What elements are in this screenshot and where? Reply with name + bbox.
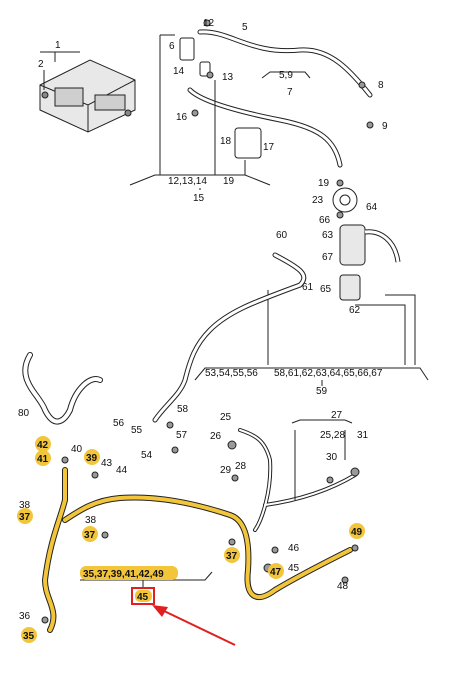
callout-29: 29	[220, 465, 232, 476]
callout-23: 23	[312, 195, 324, 206]
callout-48: 48	[337, 581, 349, 592]
callout-30: 30	[326, 452, 338, 463]
callout-57: 57	[176, 430, 188, 441]
bracket-15	[129, 34, 271, 190]
callout-38a: 38	[19, 500, 31, 511]
callout-45b: 45	[288, 563, 300, 574]
callout-67: 67	[322, 252, 334, 263]
group-45: 45	[137, 592, 149, 603]
evaporator-unit	[39, 59, 136, 133]
callout-9: 9	[382, 121, 388, 132]
callout-26: 26	[210, 431, 222, 442]
callout-27: 27	[331, 410, 343, 421]
callout-58: 58	[177, 404, 189, 415]
callout-5: 5	[242, 22, 248, 33]
callout-17: 17	[263, 142, 275, 153]
callouts: 1 2 12 5 6 14 13 5,9 7 8 16 9 18 17 19 2…	[18, 18, 388, 622]
callout-40: 40	[71, 444, 83, 455]
callout-25-28: 25,28	[320, 430, 345, 441]
callout-25: 25	[220, 412, 232, 423]
callout-5-9: 5,9	[279, 70, 293, 81]
callout-31: 31	[357, 430, 369, 441]
hl-41: 41	[37, 454, 49, 465]
callout-44: 44	[116, 465, 128, 476]
callout-63: 63	[322, 230, 334, 241]
group-labels: 12,13,14 19 15 53,54,55,56 58,61,62,63,6…	[168, 176, 383, 397]
hl-39: 39	[86, 453, 98, 464]
hl-49: 49	[351, 527, 363, 538]
group-35-49: 35,37,39,41,42,49	[83, 569, 164, 580]
callout-80: 80	[18, 408, 30, 419]
callout-6: 6	[169, 41, 175, 52]
group-15: 15	[193, 193, 205, 204]
group-58-67: 58,61,62,63,64,65,66,67	[274, 368, 383, 379]
group-19: 19	[223, 176, 235, 187]
callout-60: 60	[276, 230, 288, 241]
group-53-56: 53,54,55,56	[205, 368, 258, 379]
callout-64: 64	[366, 202, 378, 213]
highlight-box-45	[131, 587, 155, 605]
callout-14: 14	[173, 66, 185, 77]
callout-7: 7	[287, 87, 293, 98]
callout-1: 1	[55, 40, 61, 51]
highlighted-group: 35,37,39,41,42,49 45	[80, 566, 178, 603]
red-arrow-icon	[152, 605, 236, 646]
callout-38b: 38	[85, 515, 97, 526]
callout-18: 18	[220, 136, 232, 147]
highlighted-line	[41, 467, 353, 633]
callout-28: 28	[235, 461, 247, 472]
callout-36: 36	[19, 611, 31, 622]
callout-43: 43	[101, 458, 113, 469]
callout-46: 46	[288, 543, 300, 554]
highlighted-callouts: 42 41 39 37 37 37 49 35 47	[17, 436, 365, 643]
hl-37c: 37	[226, 551, 238, 562]
callout-16: 16	[176, 112, 188, 123]
hl-37b: 37	[84, 530, 96, 541]
callout-55: 55	[131, 425, 143, 436]
callout-12: 12	[203, 18, 215, 29]
group-12-13-14: 12,13,14	[168, 176, 207, 187]
callout-65: 65	[320, 284, 332, 295]
callout-54: 54	[141, 450, 153, 461]
hl-37a: 37	[19, 512, 31, 523]
callout-62: 62	[349, 305, 361, 316]
hl-47: 47	[270, 567, 282, 578]
callout-2: 2	[38, 59, 44, 70]
hl-35: 35	[23, 631, 35, 642]
callout-56: 56	[113, 418, 125, 429]
callout-13: 13	[222, 72, 234, 83]
group-59: 59	[316, 386, 328, 397]
callout-66: 66	[319, 215, 331, 226]
hl-42: 42	[37, 440, 49, 451]
callout-19b: 19	[318, 178, 330, 189]
callout-61: 61	[302, 282, 314, 293]
callout-8: 8	[378, 80, 384, 91]
